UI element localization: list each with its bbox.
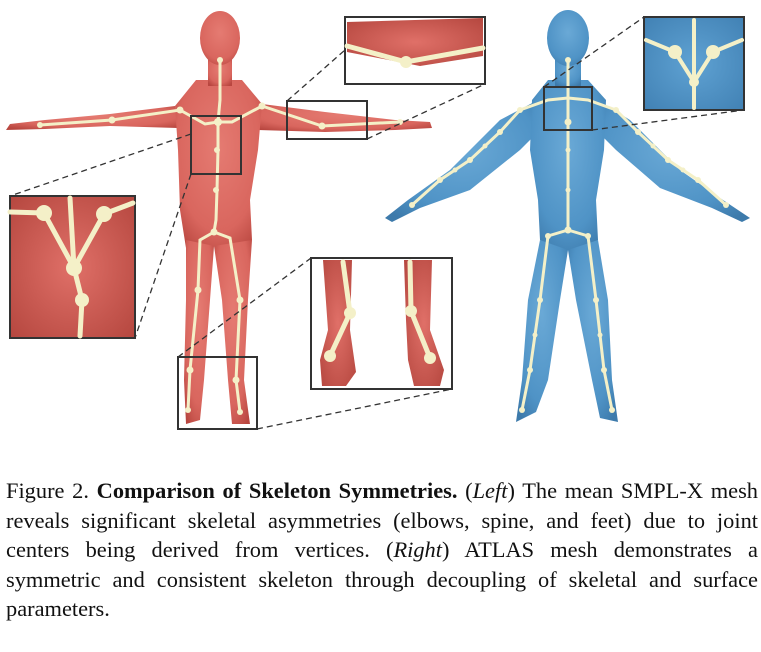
left-tag: Left xyxy=(472,478,508,503)
atlas-inset-chest xyxy=(643,16,745,111)
smplx-left-arm xyxy=(6,106,178,130)
left-description: The mean SMPL-X mesh reveals significant… xyxy=(6,478,758,562)
smplx-left-leg xyxy=(184,240,214,424)
smplx-right-leg xyxy=(214,240,252,424)
smplx-head xyxy=(200,11,240,65)
atlas-head xyxy=(547,10,589,66)
atlas-highlight-box xyxy=(543,86,593,131)
smplx-joints xyxy=(37,57,403,415)
smplx-figure xyxy=(6,11,486,430)
atlas-joints xyxy=(409,57,729,413)
atlas-left-arm xyxy=(385,100,540,222)
figure-2-illustration xyxy=(6,10,750,430)
right-tag: Right xyxy=(393,537,442,562)
atlas-figure xyxy=(385,10,750,422)
smplx-inset-chest xyxy=(7,195,136,339)
smplx-inset-feet xyxy=(310,257,453,390)
figure-title: Comparison of Skeleton Symmetries. xyxy=(96,478,458,503)
smplx-inset-elbow xyxy=(344,16,486,85)
figure-caption: Figure 2. Comparison of Skeleton Symmetr… xyxy=(6,478,758,621)
right-description: ATLAS mesh demonstrates a symmetric and … xyxy=(6,537,758,621)
smplx-leader-lines xyxy=(9,49,486,430)
figure-label: Figure 2. xyxy=(6,478,89,503)
smplx-highlight-boxes xyxy=(177,100,368,430)
atlas-leader-lines xyxy=(543,16,745,131)
smplx-right-arm xyxy=(258,104,432,132)
